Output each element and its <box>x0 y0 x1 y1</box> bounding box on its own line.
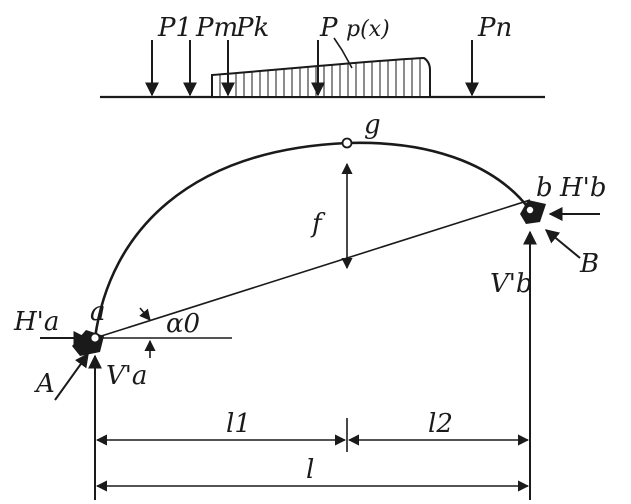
load-diagram: P1 Pm Pk P p(x) Pn <box>100 13 545 99</box>
label-l: l <box>306 455 314 485</box>
reaction-b-arrow <box>544 229 581 259</box>
label-p1: P1 <box>157 13 192 43</box>
label-px: p(x) <box>346 17 390 42</box>
label-hb: H'b <box>559 173 606 203</box>
arch: g f a b <box>72 110 553 356</box>
label-l1: l1 <box>226 409 251 439</box>
reactions: H'a A V'a H'b B V'b <box>13 173 606 500</box>
label-pk: Pk <box>235 13 269 43</box>
crown-hinge <box>341 137 353 149</box>
reaction-a-arrow <box>54 352 89 401</box>
chord-line <box>94 199 531 339</box>
label-g: g <box>364 110 381 140</box>
label-vb: V'b <box>490 269 533 299</box>
px-leader <box>333 37 353 69</box>
angle-alpha: α0 <box>139 307 200 358</box>
label-alpha: α0 <box>166 309 200 339</box>
label-va: V'a <box>106 361 147 391</box>
label-p: P <box>319 13 338 43</box>
label-pn: Pn <box>477 13 512 43</box>
label-f: f <box>310 209 326 239</box>
distributed-load-block <box>211 56 431 98</box>
label-A: A <box>34 369 55 399</box>
span-dimensions: l1 l2 l <box>95 409 530 492</box>
label-ha: H'a <box>13 307 59 337</box>
label-b: b <box>536 173 553 203</box>
label-l2: l2 <box>428 409 453 439</box>
label-pm: Pm <box>195 13 238 43</box>
label-B: B <box>579 249 599 279</box>
angle-arrow-upper <box>139 307 151 321</box>
label-a: a <box>90 297 106 327</box>
right-support <box>520 200 546 224</box>
left-support <box>72 330 104 356</box>
arch-curve <box>93 141 532 339</box>
